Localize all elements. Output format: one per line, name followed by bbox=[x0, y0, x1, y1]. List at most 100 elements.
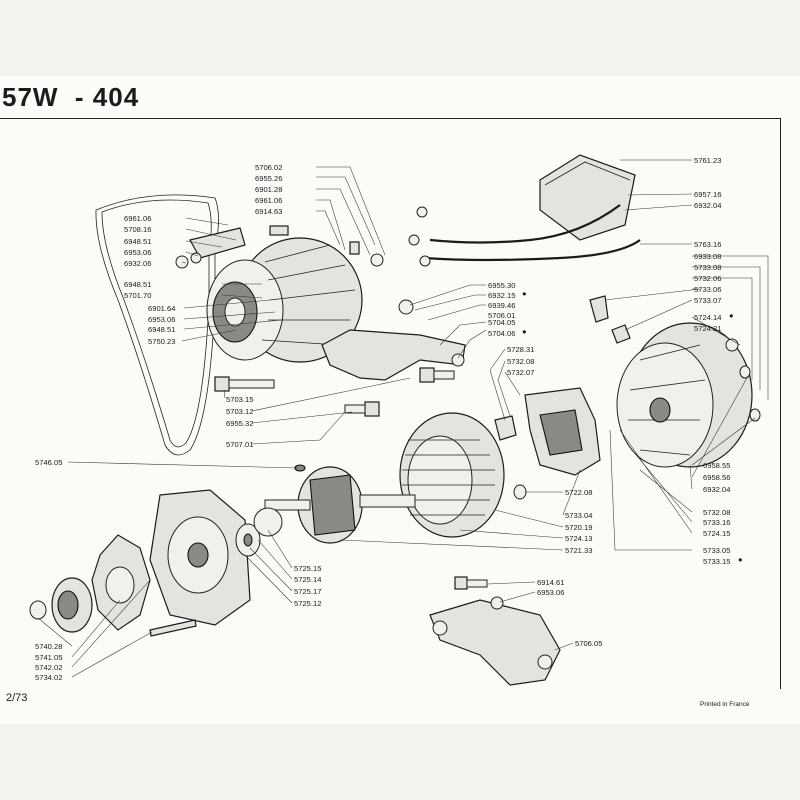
voltage-regulator bbox=[539, 154, 636, 241]
part-label: 5703.12 bbox=[226, 407, 253, 416]
part-label: 5725.17 bbox=[294, 587, 321, 596]
bolt-6955-26 bbox=[349, 241, 360, 255]
part-label: 6957.16 bbox=[694, 190, 721, 199]
part-label: 5707.01 bbox=[226, 440, 253, 449]
bracket-5706-01 bbox=[321, 329, 466, 381]
star-marker: ● bbox=[729, 311, 734, 320]
wiring-harness bbox=[424, 204, 641, 262]
part-label: 5741.05 bbox=[35, 653, 62, 662]
part-label: 5734.02 bbox=[35, 673, 62, 682]
star-marker: ● bbox=[738, 555, 743, 564]
part-label: 5732.07 bbox=[507, 368, 534, 377]
part-label: 5740.28 bbox=[35, 642, 62, 651]
part-labels: 5706.02 6955.26 6901.28 6961.06 6914.63 … bbox=[35, 156, 743, 682]
part-label: 5724.14 bbox=[694, 313, 721, 322]
part-label: 5763.16 bbox=[694, 240, 721, 249]
part-label: 5750.23 bbox=[148, 337, 175, 346]
part-label: 5732.08 bbox=[703, 508, 730, 517]
part-label: 5732.06 bbox=[694, 274, 721, 283]
part-label: 5703.15 bbox=[226, 395, 253, 404]
part-label: 5733.05 bbox=[703, 546, 730, 555]
wire-terminal-3 bbox=[419, 255, 431, 267]
part-label: 5722.08 bbox=[565, 488, 592, 497]
bracket-5706-05 bbox=[429, 599, 561, 686]
part-label: 6948.51 bbox=[148, 325, 175, 334]
part-label: 6948.51 bbox=[124, 280, 151, 289]
diagram-frame bbox=[0, 118, 781, 689]
page-number: 2/73 bbox=[6, 692, 28, 704]
brush-5728-31 bbox=[494, 415, 517, 441]
part-label: 6953.06 bbox=[148, 315, 175, 324]
wire-terminal-1 bbox=[416, 206, 428, 218]
part-label: 5720.19 bbox=[565, 523, 592, 532]
part-label: 5733.15 bbox=[703, 557, 730, 566]
screw-5734-02 bbox=[149, 619, 197, 637]
part-label: 6932.04 bbox=[703, 485, 730, 494]
washer-left-6953-06 bbox=[190, 252, 202, 264]
part-label: 6958.55 bbox=[703, 461, 730, 470]
rotor bbox=[264, 466, 416, 544]
part-label: 5733.04 bbox=[565, 511, 592, 520]
part-label: 6939.46 bbox=[488, 301, 515, 310]
nut-6961-06 bbox=[398, 299, 414, 315]
stator bbox=[399, 412, 505, 538]
part-label: 5706.01 bbox=[488, 311, 515, 320]
bolt-6914-61 bbox=[454, 576, 488, 590]
assembled-alternator bbox=[206, 237, 363, 363]
washer-5722-08 bbox=[513, 484, 527, 500]
part-label: 6932.15 bbox=[488, 291, 515, 300]
mounting-strap bbox=[189, 227, 246, 259]
part-label: 5733.16 bbox=[703, 518, 730, 527]
capacitor-5733-07 bbox=[611, 324, 631, 344]
part-label: 6914.61 bbox=[537, 578, 564, 587]
leader-lines bbox=[37, 159, 769, 678]
part-label: 6953.06 bbox=[537, 588, 564, 597]
star-marker: ● bbox=[522, 289, 527, 298]
drive-end-housing bbox=[149, 489, 251, 626]
part-label: 5706.05 bbox=[575, 639, 602, 648]
part-label: 5725.14 bbox=[294, 575, 321, 584]
part-label: 6948.51 bbox=[124, 237, 151, 246]
part-label: 5701.70 bbox=[124, 291, 151, 300]
bolt-5703-12 bbox=[419, 367, 455, 383]
part-label: 6955.32 bbox=[226, 419, 253, 428]
star-marker: ● bbox=[522, 327, 527, 336]
part-label: 5721.33 bbox=[565, 546, 592, 555]
part-label: 5742.02 bbox=[35, 663, 62, 672]
part-label: 5704.06 bbox=[488, 329, 515, 338]
part-label: 6958.56 bbox=[703, 473, 730, 482]
part-label: 5704.05 bbox=[488, 318, 515, 327]
printed-in-france-note: Printed in France bbox=[700, 701, 750, 708]
part-label: 5724.21 bbox=[694, 324, 721, 333]
part-label: 6901.64 bbox=[148, 304, 175, 313]
bolt-5703-15 bbox=[214, 376, 275, 392]
part-label: 6914.63 bbox=[255, 207, 282, 216]
terminal-5733-06 bbox=[589, 295, 609, 323]
bolt-6914-63 bbox=[269, 225, 289, 236]
part-label: 5733.08 bbox=[694, 263, 721, 272]
part-label: 5725.12 bbox=[294, 599, 321, 608]
bolt-6955-32 bbox=[344, 401, 380, 417]
nut-5740-28 bbox=[29, 600, 47, 620]
part-label: 5761.23 bbox=[694, 156, 721, 165]
part-label: 5706.02 bbox=[255, 163, 282, 172]
part-label: 5746.05 bbox=[35, 458, 62, 467]
brush-holder bbox=[524, 387, 601, 476]
part-label: 5724.15 bbox=[703, 529, 730, 538]
drive-belt-inner bbox=[101, 199, 212, 448]
part-label: 6955.26 bbox=[255, 174, 282, 183]
wire-terminal-2 bbox=[408, 234, 420, 246]
part-label: 5728.31 bbox=[507, 345, 534, 354]
part-label: 6932.04 bbox=[694, 201, 721, 210]
part-label: 6901.28 bbox=[255, 185, 282, 194]
part-label: 6955.30 bbox=[488, 281, 515, 290]
bearing-5725 bbox=[235, 507, 283, 557]
part-label: 5733.06 bbox=[694, 285, 721, 294]
page-title: 57W - 404 bbox=[2, 82, 140, 112]
part-label: 6953.06 bbox=[124, 248, 151, 257]
part-label: 5708.16 bbox=[124, 225, 151, 234]
part-label: 5732.08 bbox=[507, 357, 534, 366]
washer-6955-30 bbox=[451, 353, 465, 367]
washer-6958-56 bbox=[739, 365, 751, 379]
